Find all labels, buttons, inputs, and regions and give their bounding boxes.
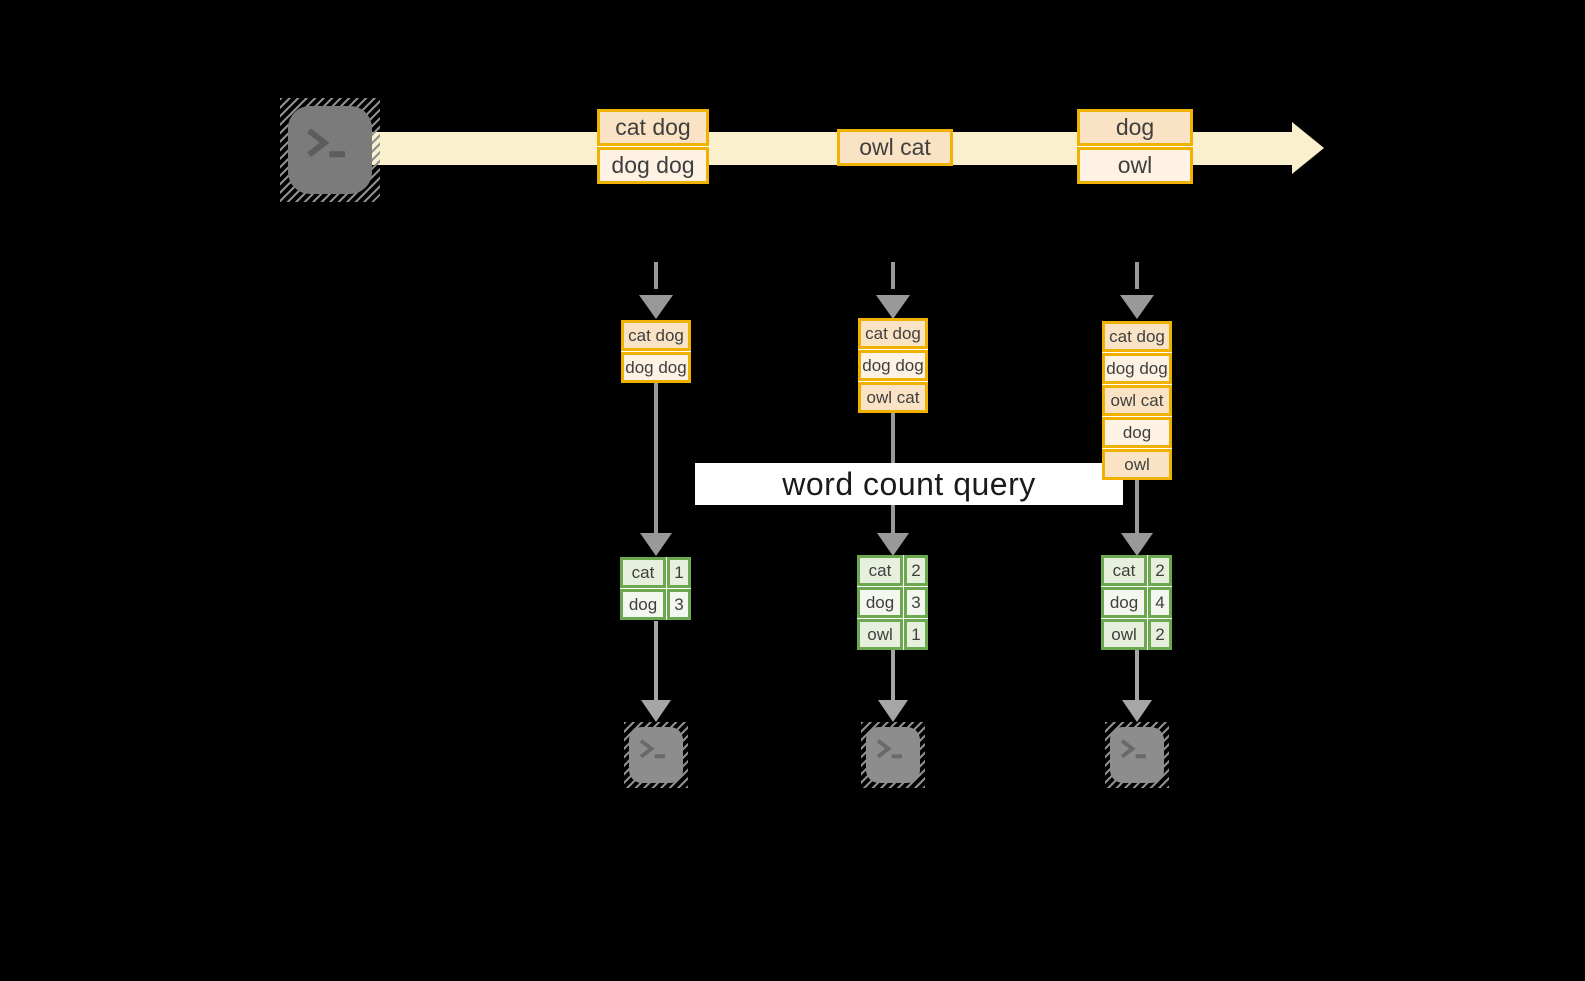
arrow-head: [641, 700, 671, 722]
count-cell: 3: [667, 589, 691, 620]
count-cell: 1: [904, 619, 928, 650]
sink-terminal-1: [624, 722, 688, 788]
source-terminal: [280, 98, 380, 202]
state-box-1: cat dog dog dog: [621, 320, 691, 383]
table-row: owl 1: [857, 619, 928, 650]
query-label: word count query: [695, 463, 1123, 505]
stream-batch-2: owl cat: [837, 129, 953, 166]
arrow-shaft: [1135, 480, 1139, 533]
table-row: dog 3: [857, 587, 928, 618]
stream-batch-3: dog owl: [1077, 109, 1193, 184]
terminal-icon: [288, 106, 372, 194]
state-box-2: cat dog dog dog owl cat: [858, 318, 928, 413]
state-record: cat dog: [858, 318, 928, 349]
arrow-head: [1122, 700, 1152, 722]
table-row: cat 2: [1101, 555, 1172, 586]
stream-record: owl cat: [837, 129, 953, 166]
count-table-1: cat 1 dog 3: [620, 557, 691, 620]
arrow-shaft: [654, 621, 658, 700]
count-table-2: cat 2 dog 3 owl 1: [857, 555, 928, 650]
state-record: owl cat: [858, 382, 928, 413]
word-cell: dog: [1101, 587, 1147, 618]
state-record: owl: [1102, 449, 1172, 480]
arrow-shaft: [1135, 262, 1139, 289]
arrow-head: [1121, 533, 1153, 556]
word-cell: owl: [857, 619, 903, 650]
state-record: cat dog: [621, 320, 691, 351]
state-record: owl cat: [1102, 385, 1172, 416]
stream-record: dog dog: [597, 147, 709, 184]
stream-record: owl: [1077, 147, 1193, 184]
arrow-head: [639, 295, 673, 319]
sink-terminal-2: [861, 722, 925, 788]
word-cell: dog: [857, 587, 903, 618]
arrow-head: [1120, 295, 1154, 319]
arrow-shaft: [1135, 650, 1139, 700]
state-record: dog dog: [858, 350, 928, 381]
stream-batch-1: cat dog dog dog: [597, 109, 709, 184]
count-cell: 2: [904, 555, 928, 586]
state-record: dog: [1102, 417, 1172, 448]
terminal-prompt-glyph: [876, 738, 902, 758]
word-cell: cat: [620, 557, 666, 588]
state-record: dog dog: [621, 352, 691, 383]
state-box-3: cat dog dog dog owl cat dog owl: [1102, 321, 1172, 480]
arrow-head: [640, 533, 672, 556]
table-row: cat 1: [620, 557, 691, 588]
count-cell: 2: [1148, 619, 1172, 650]
state-record: cat dog: [1102, 321, 1172, 352]
count-table-3: cat 2 dog 4 owl 2: [1101, 555, 1172, 650]
arrow-head: [877, 533, 909, 556]
arrow-shaft: [891, 650, 895, 700]
count-cell: 1: [667, 557, 691, 588]
word-cell: owl: [1101, 619, 1147, 650]
arrow-shaft: [654, 383, 658, 533]
terminal-icon: [1110, 727, 1164, 783]
count-cell: 2: [1148, 555, 1172, 586]
stream-record: cat dog: [597, 109, 709, 146]
state-record: dog dog: [1102, 353, 1172, 384]
terminal-icon: [629, 727, 683, 783]
terminal-prompt-glyph: [307, 128, 345, 158]
arrow-head: [878, 700, 908, 722]
count-cell: 4: [1148, 587, 1172, 618]
word-cell: cat: [1101, 555, 1147, 586]
table-row: owl 2: [1101, 619, 1172, 650]
arrow-head: [876, 295, 910, 319]
arrow-shaft: [654, 262, 658, 289]
count-cell: 3: [904, 587, 928, 618]
terminal-icon: [866, 727, 920, 783]
stream-record: dog: [1077, 109, 1193, 146]
terminal-prompt-glyph: [1120, 738, 1146, 758]
table-row: dog 4: [1101, 587, 1172, 618]
table-row: dog 3: [620, 589, 691, 620]
terminal-prompt-glyph: [639, 738, 665, 758]
word-cell: dog: [620, 589, 666, 620]
sink-terminal-3: [1105, 722, 1169, 788]
stream-arrow-head: [1292, 122, 1324, 174]
arrow-shaft: [891, 262, 895, 289]
word-cell: cat: [857, 555, 903, 586]
table-row: cat 2: [857, 555, 928, 586]
